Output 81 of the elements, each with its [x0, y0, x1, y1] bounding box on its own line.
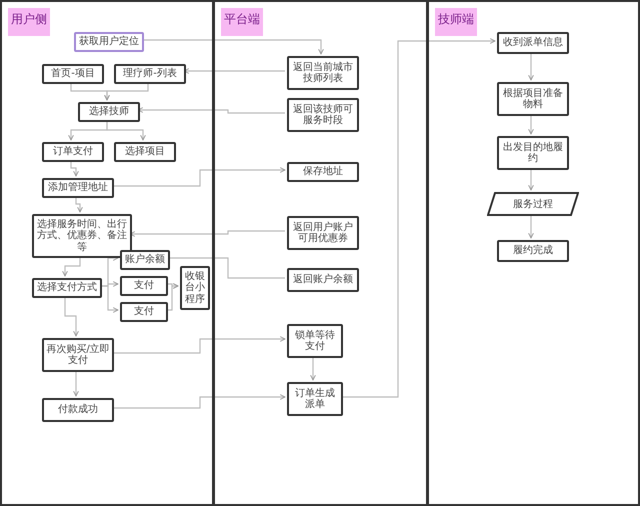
arrow [70, 160, 79, 176]
arrow [100, 285, 118, 313]
node-label: 再次购买/立即支付 [46, 344, 110, 366]
node-label: 订单支付 [53, 146, 93, 158]
node-label: 选择服务时间、出行方式、优惠券、备注等 [36, 218, 128, 254]
arrow [75, 196, 83, 212]
process-box [74, 32, 144, 52]
node-label: 收银台小程序 [184, 270, 206, 306]
node-label: 保存地址 [303, 166, 343, 178]
process-box [287, 162, 359, 182]
io-parallelogram [487, 192, 579, 216]
arrow [528, 168, 534, 190]
process-box [42, 142, 104, 162]
process-box [287, 324, 343, 358]
node-label: 履约完成 [513, 245, 553, 257]
node-label: 根据项目准备物料 [502, 88, 564, 110]
process-box [497, 240, 569, 262]
node-label: 支付 [134, 280, 154, 292]
node-label: 收到派单信息 [503, 37, 563, 49]
arrow [528, 114, 534, 134]
lane-header: 用户侧 [8, 8, 50, 36]
lane-header: 平台端 [221, 8, 263, 36]
arrow [64, 296, 79, 336]
process-box [287, 382, 343, 416]
process-box [497, 32, 569, 54]
process-box [120, 276, 168, 296]
arrow [310, 356, 316, 380]
arrow [528, 52, 534, 80]
process-box [78, 102, 140, 122]
node-label: 服务过程 [513, 198, 553, 211]
arrow [73, 370, 79, 396]
node-label: 付款成功 [58, 404, 98, 416]
arrow [130, 230, 285, 237]
node-label: 订单生成派单 [294, 388, 336, 410]
node-label: 返回用户账户可用优惠券 [292, 222, 354, 244]
process-box [42, 398, 114, 422]
node-label: 添加管理地址 [48, 182, 108, 194]
node-label: 出发目的地履约 [502, 142, 564, 164]
process-box [42, 178, 114, 198]
node-label: 返回账户余额 [293, 274, 353, 286]
swimlane [427, 0, 640, 506]
process-box [42, 64, 104, 84]
node-label: 首页-项目 [51, 68, 95, 80]
process-box [114, 64, 186, 84]
process-box [497, 82, 569, 116]
process-box [287, 98, 359, 132]
arrow [112, 167, 286, 187]
process-box [120, 250, 170, 270]
node-label: 获取用户定位 [79, 36, 139, 48]
swimlane [0, 0, 214, 506]
process-box [180, 266, 210, 310]
arrow [62, 256, 81, 276]
arrow [112, 336, 286, 354]
arrow [112, 394, 286, 409]
process-box [287, 268, 359, 292]
node-label: 返回当前城市技师列表 [292, 62, 354, 84]
process-box [497, 136, 569, 170]
node-label: 支付 [134, 306, 154, 318]
process-box [32, 278, 102, 298]
arrow [528, 214, 534, 238]
node-label: 理疗师-列表 [123, 68, 177, 80]
process-box [114, 142, 176, 162]
arrow [104, 82, 149, 100]
node-label: 锁单等待支付 [294, 330, 336, 352]
process-box [287, 216, 359, 250]
node-label: 返回该技师可服务时段 [292, 104, 354, 126]
lane-header: 技师端 [435, 8, 477, 36]
node-label: 选择支付方式 [37, 282, 97, 294]
arrow [138, 107, 285, 114]
arrow [341, 38, 496, 398]
swimlane [213, 0, 428, 506]
process-box [120, 302, 168, 322]
arrow [184, 68, 285, 74]
process-box [287, 56, 359, 90]
arrow [106, 120, 146, 140]
process-box [42, 338, 114, 372]
node-label: 选择项目 [125, 146, 165, 158]
node-label: 账户余额 [125, 254, 165, 266]
arrow [142, 39, 324, 54]
arrow [166, 283, 178, 311]
node-label: 选择技师 [89, 106, 129, 118]
